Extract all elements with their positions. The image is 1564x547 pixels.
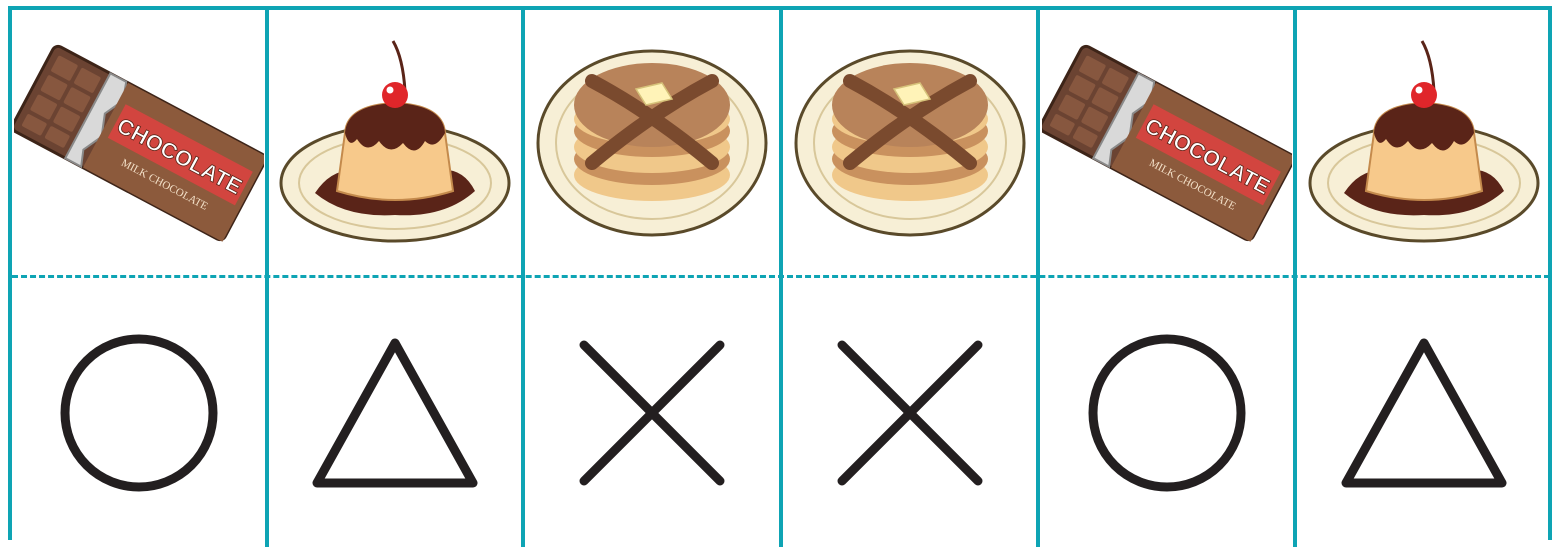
cell-symbol-2 — [269, 278, 521, 547]
pancakes-icon — [532, 43, 772, 243]
circle-icon — [54, 328, 224, 498]
cell-symbol-1 — [12, 278, 265, 547]
pudding-icon — [275, 33, 515, 253]
triangle-icon — [305, 333, 485, 493]
chocolate-bar-icon: CHOCOLATE MILK CHOCOLATE — [14, 33, 264, 253]
triangle-icon — [1334, 333, 1514, 493]
chocolate-bar-icon: CHOCOLATE MILK CHOCOLATE — [1042, 33, 1292, 253]
cell-symbol-3 — [525, 278, 779, 547]
cell-symbol-6 — [1297, 278, 1550, 547]
cell-chocolate-1: CHOCOLATE MILK CHOCOLATE — [12, 10, 265, 275]
cross-icon — [830, 333, 990, 493]
cross-icon — [572, 333, 732, 493]
cell-chocolate-2: CHOCOLATE MILK CHOCOLATE — [1040, 10, 1293, 275]
cell-symbol-5 — [1040, 278, 1293, 547]
cell-pancakes-2 — [783, 10, 1036, 275]
pancakes-icon — [790, 43, 1030, 243]
cell-symbol-4 — [783, 278, 1036, 547]
circle-icon — [1082, 328, 1252, 498]
pudding-icon — [1304, 33, 1544, 253]
cell-pudding-1 — [269, 10, 521, 275]
cell-pudding-2 — [1297, 10, 1550, 275]
cell-pancakes-1 — [525, 10, 779, 275]
